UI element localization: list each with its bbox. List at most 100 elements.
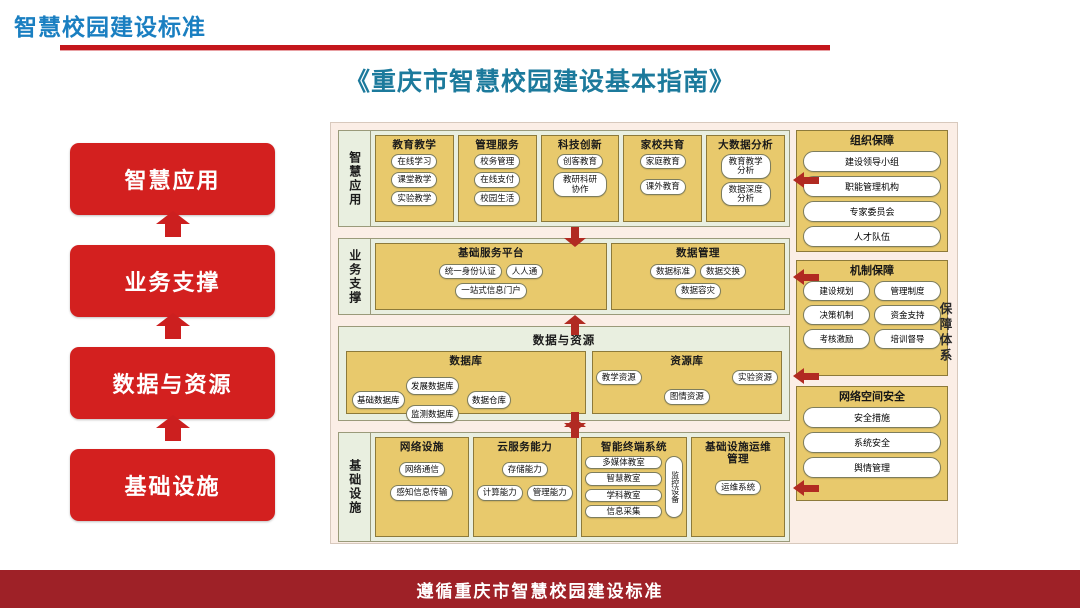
- item-pill[interactable]: 校园生活: [474, 190, 521, 207]
- item-pill[interactable]: 人才队伍: [803, 226, 941, 248]
- ladder-arrow-1: [70, 313, 275, 347]
- ladder-item-1[interactable]: 业务支撑: [70, 245, 275, 317]
- page-title: 《重庆市智慧校园建设基本指南》: [344, 68, 735, 96]
- group-data-management[interactable]: 数据管理 数据标准 数据交换 数据容灾: [611, 243, 785, 310]
- item-pill[interactable]: 图情资源: [663, 389, 710, 405]
- item-pill[interactable]: 监测数据库: [406, 405, 459, 424]
- group-basic-service-platform[interactable]: 基础服务平台 统一身份认证 人人通 一站式信息门户: [375, 243, 608, 310]
- item-pill[interactable]: 数据深度分析: [720, 181, 771, 207]
- connector-arrow-up-2: [564, 418, 586, 438]
- item-pill[interactable]: 专家委员会: [803, 201, 941, 223]
- group-education-teaching[interactable]: 教育教学 在线学习 课堂教学 实验教学: [375, 135, 454, 222]
- item-pill[interactable]: 人人通: [505, 264, 544, 280]
- header-rule: [60, 45, 830, 51]
- panel-cyberspace-security[interactable]: 网络空间安全 安全措施 系统安全 舆情管理: [796, 386, 948, 501]
- item-pill[interactable]: 课堂教学: [391, 172, 438, 188]
- connector-arrow-up-1: [564, 315, 586, 335]
- item-pill[interactable]: 课外教育: [639, 179, 686, 195]
- item-pill[interactable]: 创客教育: [556, 154, 603, 170]
- item-pill[interactable]: 决策机制: [803, 305, 870, 326]
- item-pill-label: 监控设备: [670, 471, 680, 504]
- item-pill[interactable]: 数据标准: [650, 264, 697, 280]
- layer-ladder: 智慧应用 业务支撑 数据与资源 基础设施: [70, 143, 275, 521]
- item-pill[interactable]: 数据交换: [700, 264, 747, 280]
- section-label: 基础设施: [339, 433, 371, 541]
- group-smart-terminal[interactable]: 智能终端系统 多媒体教室 智慧教室 学科教室 信息采集 监控设备: [580, 437, 688, 537]
- item-pill[interactable]: 在线支付: [474, 172, 521, 188]
- item-pill[interactable]: 教研科研协作: [552, 172, 607, 198]
- item-pill[interactable]: 家庭教育: [639, 154, 686, 170]
- guarantee-arrow-2: [793, 269, 819, 285]
- item-pill[interactable]: 实验教学: [391, 190, 438, 207]
- section-infrastructure: 基础设施 网络设施 网络通信 感知信息传输 云服务能力 存储能力 计算能力: [338, 432, 790, 542]
- item-pill[interactable]: 多媒体教室: [584, 456, 663, 470]
- item-pill[interactable]: 发展数据库: [406, 377, 459, 396]
- item-pill[interactable]: 数据容灾: [675, 283, 722, 299]
- panel-organization-guarantee[interactable]: 组织保障 建设领导小组 职能管理机构 专家委员会 人才队伍: [796, 130, 948, 252]
- group-big-data-analysis[interactable]: 大数据分析 教育教学分析 数据深度分析: [706, 135, 785, 222]
- group-title: 大数据分析: [718, 139, 774, 151]
- item-pill[interactable]: 基础数据库: [352, 391, 405, 410]
- item-pill[interactable]: 管理制度: [874, 281, 941, 302]
- item-pill[interactable]: 安全措施: [803, 407, 941, 429]
- item-pill[interactable]: 考核激励: [803, 329, 870, 350]
- item-pill[interactable]: 感知信息传输: [390, 485, 454, 501]
- item-pill[interactable]: 职能管理机构: [803, 176, 941, 198]
- header-eyebrow: 智慧校园建设标准: [14, 14, 206, 40]
- group-infra-ops[interactable]: 基础设施运维管理 运维系统: [691, 437, 785, 537]
- item-pill[interactable]: 舆情管理: [803, 457, 941, 479]
- architecture-diagram: 智慧应用 教育教学 在线学习 课堂教学 实验教学 管理服务 校务管理 在线支付: [330, 122, 958, 544]
- section-title: 数据与资源: [532, 335, 596, 347]
- group-title: 云服务能力: [497, 441, 553, 453]
- ladder-item-0[interactable]: 智慧应用: [70, 143, 275, 215]
- section-label-text: 业务支撑: [347, 248, 362, 305]
- item-pill[interactable]: 统一身份认证: [438, 264, 502, 280]
- group-management-service[interactable]: 管理服务 校务管理 在线支付 校园生活: [457, 135, 537, 222]
- group-title: 科技创新: [557, 139, 602, 151]
- item-pill[interactable]: 系统安全: [803, 432, 941, 454]
- ladder-arrow-0: [70, 211, 275, 245]
- ladder-item-2[interactable]: 数据与资源: [70, 347, 275, 419]
- item-pill[interactable]: 智慧教室: [584, 472, 663, 486]
- group-cloud-service[interactable]: 云服务能力 存储能力 计算能力 管理能力: [472, 437, 577, 537]
- group-network-facility[interactable]: 网络设施 网络通信 感知信息传输: [375, 437, 469, 537]
- item-pill[interactable]: 信息采集: [584, 505, 663, 519]
- item-pill[interactable]: 教育教学分析: [720, 154, 771, 179]
- item-pill[interactable]: 资金支持: [874, 305, 941, 326]
- group-title: 管理服务: [475, 139, 520, 151]
- ladder-item-3[interactable]: 基础设施: [70, 449, 275, 521]
- item-pill[interactable]: 学科教室: [584, 488, 663, 503]
- item-pill-monitoring[interactable]: 监控设备: [665, 456, 684, 519]
- item-pill[interactable]: 实验资源: [731, 370, 778, 386]
- guarantee-arrow-4: [793, 480, 819, 496]
- diagram-left-column: 智慧应用 教育教学 在线学习 课堂教学 实验教学 管理服务 校务管理 在线支付: [338, 130, 790, 542]
- item-pill[interactable]: 培训督导: [874, 329, 941, 350]
- guarantee-arrow-3: [793, 368, 819, 384]
- item-pill[interactable]: 建设规划: [803, 281, 870, 302]
- item-pill[interactable]: 一站式信息门户: [455, 283, 527, 299]
- item-pill[interactable]: 网络通信: [398, 462, 445, 478]
- group-title: 家校共育: [640, 139, 685, 151]
- footer-text: 遵循重庆市智慧校园建设标准: [416, 581, 664, 601]
- item-pill[interactable]: 运维系统: [715, 480, 762, 496]
- item-pill[interactable]: 数据仓库: [467, 391, 512, 410]
- group-resource-library[interactable]: 资源库 教学资源 实验资源 图情资源: [591, 351, 782, 414]
- group-database[interactable]: 数据库 基础数据库 发展数据库 监测数据库 数据仓库: [346, 351, 586, 424]
- panel-title: 网络空间安全: [839, 391, 905, 403]
- item-pill[interactable]: 管理能力: [526, 485, 573, 501]
- item-pill[interactable]: 在线学习: [391, 154, 438, 170]
- connector-arrow-down-1: [564, 227, 586, 247]
- panel-mechanism-guarantee[interactable]: 机制保障 建设规划 管理制度 决策机制 资金支持 考核激励 培训督导: [796, 260, 948, 376]
- group-title: 网络设施: [399, 441, 444, 453]
- item-pill[interactable]: 计算能力: [476, 485, 523, 501]
- item-pill[interactable]: 教学资源: [595, 370, 642, 386]
- panel-title: 组织保障: [850, 135, 894, 147]
- item-pill[interactable]: 校务管理: [474, 154, 521, 170]
- item-pill[interactable]: 存储能力: [501, 462, 548, 478]
- group-title: 基础设施运维管理: [705, 441, 772, 466]
- item-pill[interactable]: 建设领导小组: [803, 151, 941, 173]
- group-home-school[interactable]: 家校共育 家庭教育 课外教育: [623, 135, 703, 222]
- group-tech-innovation[interactable]: 科技创新 创客教育 教研科研协作: [540, 135, 620, 222]
- group-title: 数据管理: [676, 247, 721, 259]
- ladder-arrow-2: [70, 415, 275, 449]
